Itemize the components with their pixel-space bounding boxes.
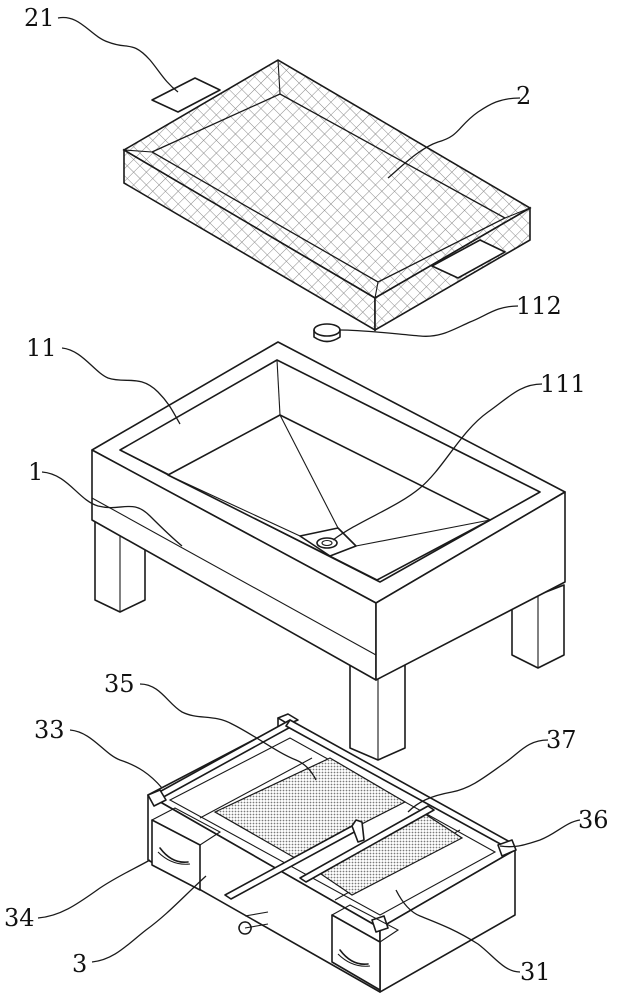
tray-handle-right xyxy=(431,239,506,279)
drawer-left-handle-icon xyxy=(159,847,189,864)
label-31: 31 xyxy=(520,958,551,986)
drain-hole xyxy=(316,537,338,549)
drain-plug xyxy=(313,323,341,343)
label-36: 36 xyxy=(578,806,609,834)
mesh-tray xyxy=(122,59,532,332)
drawer-right-handle-icon xyxy=(339,949,369,966)
filter-plate-left xyxy=(213,757,407,859)
label-11: 11 xyxy=(26,334,57,362)
label-34: 34 xyxy=(4,904,35,932)
sink-basin xyxy=(91,341,566,761)
filter-drawer-assembly xyxy=(147,713,517,993)
part-labels: 21 2 112 11 111 1 35 33 37 36 34 3 31 xyxy=(4,4,609,986)
tray-handle xyxy=(151,77,221,113)
label-35: 35 xyxy=(104,670,135,698)
label-2: 2 xyxy=(516,82,531,110)
leader-lines xyxy=(37,16,581,973)
label-21: 21 xyxy=(24,4,55,32)
label-111: 111 xyxy=(540,370,586,398)
label-37: 37 xyxy=(546,726,577,754)
cross-rod xyxy=(299,805,435,883)
label-112: 112 xyxy=(516,292,562,320)
label-33: 33 xyxy=(34,716,65,744)
basin-front-right xyxy=(375,491,566,681)
label-1: 1 xyxy=(28,458,43,486)
label-3: 3 xyxy=(72,950,87,978)
